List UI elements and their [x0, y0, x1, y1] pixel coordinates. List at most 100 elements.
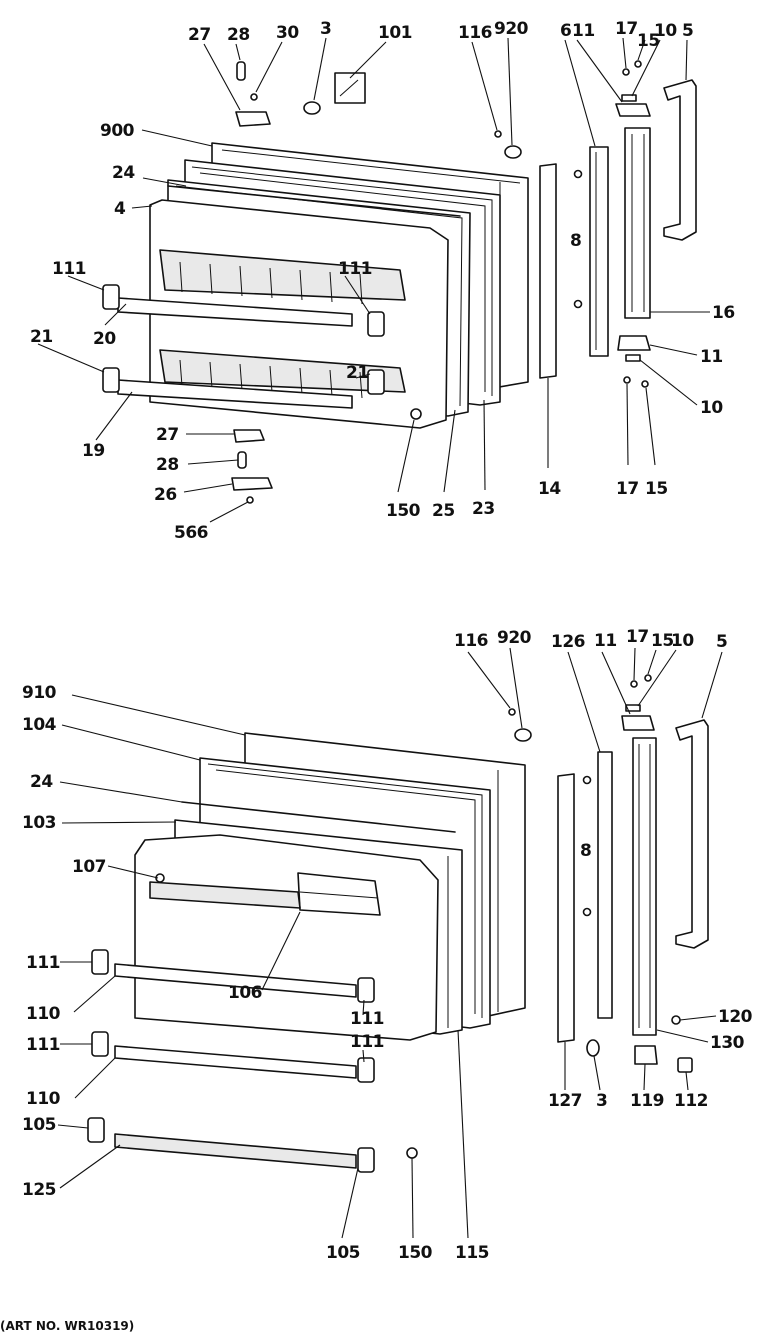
- callout-11: 11: [572, 21, 595, 41]
- screw-120: [671, 1015, 681, 1025]
- callout-10-lower: 10: [700, 398, 723, 418]
- plug-920-lower: [514, 728, 532, 742]
- bar-end-cap-111-upper-right: [357, 977, 375, 1003]
- callout-120: 120: [718, 1007, 753, 1027]
- callout-17-lower: 17: [616, 479, 639, 499]
- handle-end-cap-11-top: [615, 103, 651, 117]
- callout-111-right: 111: [338, 259, 372, 279]
- callout-111-lower-a: 111: [26, 953, 60, 973]
- handle-mount-6: [589, 146, 609, 357]
- screw-15-bottom: [641, 380, 649, 388]
- trim-strip-14: [539, 163, 557, 379]
- screw-17-lower: [630, 680, 638, 688]
- screw-15-lower: [644, 674, 652, 682]
- callout-11-lower-door: 11: [594, 631, 617, 651]
- freezer-shelf-lower: [159, 349, 406, 393]
- callout-25: 25: [432, 501, 455, 521]
- screw-17-bottom: [623, 376, 631, 384]
- callout-26: 26: [154, 485, 177, 505]
- screw-8-lower-bottom: [582, 907, 592, 917]
- callout-126: 126: [551, 632, 585, 652]
- callout-103: 103: [22, 813, 56, 833]
- screw-30: [250, 93, 258, 101]
- handle-mount-126: [597, 751, 613, 1019]
- screw-116-lower: [508, 708, 516, 716]
- lower-leader-lines: [57, 647, 723, 1239]
- bar-end-cap-105-right: [357, 1147, 375, 1173]
- callout-30: 30: [276, 23, 299, 43]
- callout-6: 6: [560, 21, 571, 41]
- shelf-bar-125: [114, 1133, 357, 1169]
- callout-112: 112: [674, 1091, 708, 1111]
- freezer-door-assembly: [102, 60, 697, 504]
- screw-8-top: [573, 169, 583, 179]
- callout-119: 119: [630, 1091, 664, 1111]
- callout-104: 104: [22, 715, 57, 735]
- bar-end-cap-105-left: [87, 1117, 105, 1143]
- callout-130: 130: [710, 1033, 745, 1053]
- callout-125: 125: [22, 1180, 56, 1200]
- callout-3: 3: [320, 19, 331, 39]
- lower-callout-labels: 116 920 126 11 17 15 10 5 910 104 24 103…: [22, 627, 753, 1263]
- bar-end-cap-111-left: [102, 284, 120, 310]
- callout-4: 4: [114, 199, 126, 219]
- breaker-strip-24: [167, 185, 461, 217]
- bottom-hinge-27: [233, 429, 265, 443]
- callout-24-lower-door: 24: [30, 772, 53, 792]
- spacer-10-bottom: [625, 354, 641, 362]
- door-inner-liner: [134, 834, 439, 1041]
- upper-leader-lines: [37, 37, 710, 523]
- upper-callout-labels: 27 28 30 3 101 116 920 6 11 17 15 10 5 9…: [30, 19, 735, 543]
- callout-19: 19: [82, 441, 105, 461]
- callout-11-lower: 11: [700, 347, 723, 367]
- callout-17-lower-door: 17: [626, 627, 649, 647]
- callout-116-lower: 116: [454, 631, 488, 651]
- trim-strip-127: [557, 773, 575, 1043]
- callout-150: 150: [386, 501, 421, 521]
- callout-3-lower-door: 3: [596, 1091, 607, 1111]
- callout-105-left: 105: [22, 1115, 56, 1135]
- dairy-shelf: [149, 881, 301, 909]
- callout-115: 115: [455, 1243, 489, 1263]
- screw-8-lower-top: [582, 775, 592, 785]
- callout-27: 27: [188, 25, 211, 45]
- shelf-bar-110-lower: [114, 1045, 357, 1079]
- spacer-10-lower: [625, 704, 641, 712]
- screw-17-top: [622, 68, 630, 76]
- callout-15-lower: 15: [645, 479, 668, 499]
- door-stop-150-lower: [406, 1147, 418, 1159]
- bar-end-cap-21-left: [102, 367, 120, 393]
- callout-566: 566: [174, 523, 208, 543]
- callout-8: 8: [570, 231, 581, 251]
- callout-106: 106: [228, 983, 262, 1003]
- callout-5: 5: [682, 21, 693, 41]
- callout-10-lower-door: 10: [671, 631, 694, 651]
- bar-end-cap-111-upper-left: [91, 949, 109, 975]
- callout-8-lower-door: 8: [580, 841, 591, 861]
- hinge-pin-28-bottom: [237, 451, 247, 469]
- handle-cover-130: [632, 737, 657, 1036]
- callout-105-bottom: 105: [326, 1243, 360, 1263]
- callout-5-lower-door: 5: [716, 632, 727, 652]
- callout-21: 21: [30, 327, 53, 347]
- callout-111-lower-c: 111: [26, 1035, 60, 1055]
- callout-23: 23: [472, 499, 495, 519]
- callout-150-lower-door: 150: [398, 1243, 433, 1263]
- callout-27-lower: 27: [156, 425, 179, 445]
- door-handle-5: [663, 79, 697, 241]
- callout-110-upper: 110: [26, 1004, 61, 1024]
- breaker-strip-24-lower: [181, 801, 456, 833]
- spacer-10-top: [621, 94, 637, 102]
- handle-end-cap-11-lower: [621, 715, 655, 731]
- callout-127: 127: [548, 1091, 582, 1111]
- callout-16: 16: [712, 303, 735, 323]
- callout-101: 101: [378, 23, 412, 43]
- handle-bracket-119: [634, 1045, 658, 1065]
- callout-14: 14: [538, 479, 561, 499]
- callout-28-lower: 28: [156, 455, 179, 475]
- screw-566: [246, 496, 254, 504]
- handle-cover-16: [624, 127, 651, 319]
- callout-920: 920: [494, 19, 529, 39]
- callout-111-lower-d: 111: [350, 1032, 384, 1052]
